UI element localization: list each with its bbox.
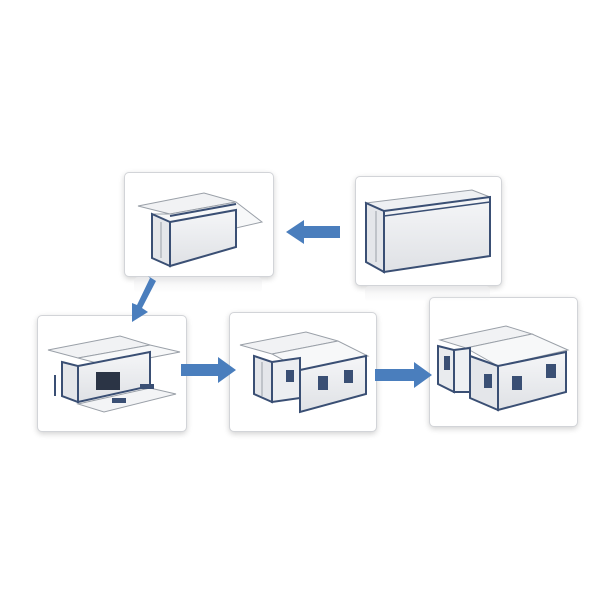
container-floor-unfolded-icon: [47, 335, 181, 413]
container-roof-unfolding-icon: [137, 192, 264, 268]
reflection: [365, 286, 490, 302]
arrow-right-icon: [181, 357, 236, 383]
reflection: [134, 277, 262, 293]
shipping-container-closed-icon: [364, 189, 491, 274]
expandable-house-complete-icon: [437, 325, 570, 412]
arrow-down-left-icon: [132, 276, 156, 322]
arrow-right-icon: [375, 362, 432, 388]
container-one-side-expanded-icon: [239, 331, 370, 414]
arrow-left-icon: [286, 220, 340, 244]
